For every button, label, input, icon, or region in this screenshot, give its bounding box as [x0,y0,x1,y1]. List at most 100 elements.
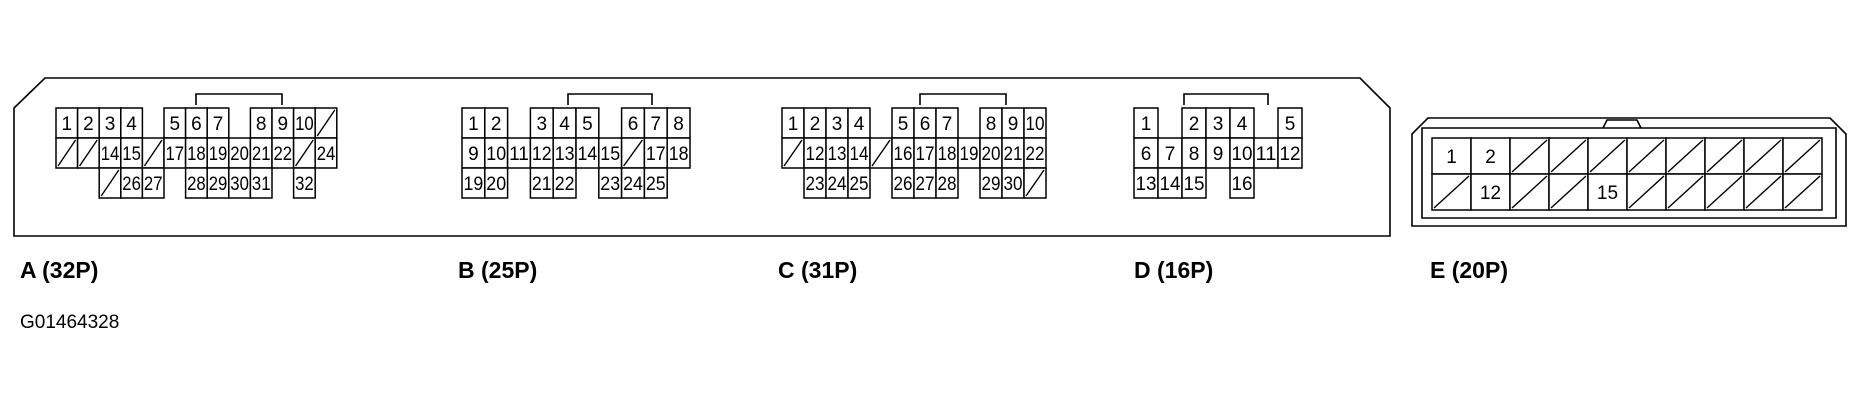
pin-number: 27 [916,174,935,195]
pin-number: 14 [850,144,869,165]
unused-pin-slash [316,109,336,137]
pin-number: 20 [486,174,506,195]
pin-number: 24 [317,144,336,165]
pin-number: 11 [509,144,529,165]
pin-cell [1181,167,1207,199]
pin-number: 7 [1165,144,1176,165]
pin-number: 15 [1184,174,1205,195]
unused-pin-slash [100,169,120,197]
pin-number: 1 [62,114,73,135]
pin-cell [249,167,273,199]
pin-cell [552,167,577,199]
pin-number: 14 [101,144,120,165]
connector-e-label: E (20P) [1430,257,1508,283]
pin-cell [141,167,165,199]
connector-c-label: C (31P) [778,257,857,283]
pin-number: 22 [274,144,293,165]
pin-number: 12 [1480,183,1501,204]
pin-number: 12 [532,144,552,165]
connector-housing-a-d [13,77,1391,237]
unused-pin-slash [1667,175,1704,209]
pin-number: 14 [1160,174,1181,195]
pin-number: 2 [83,114,94,135]
pin-cell [1181,107,1207,139]
connector-d-label: D (16P) [1134,257,1213,283]
pin-number: 19 [464,174,484,195]
pin-number: 6 [1141,144,1152,165]
pin-number: 17 [166,144,185,165]
pin-number: 2 [1485,147,1496,168]
unused-pin-slash [79,139,98,167]
pin-number: 8 [673,114,684,135]
unused-pin-slash [1706,175,1743,209]
unused-pin-slash [1784,139,1821,173]
unused-pin-slash [1550,175,1587,209]
pin-number: 3 [832,114,843,135]
unused-pin-slash [1589,139,1626,173]
pin-number: 8 [256,114,267,135]
pin-number: 21 [252,144,271,165]
pin-number: 5 [898,114,909,135]
pin-number: 29 [982,174,1001,195]
pin-number: 2 [810,114,821,135]
unused-pin-slash [1628,139,1665,173]
connector-b-label: B (25P) [458,257,537,283]
pin-number: 3 [105,114,116,135]
pin-number: 3 [1213,114,1224,135]
pin-number: 27 [144,174,163,195]
connector-a-label: A (32P) [20,257,98,283]
pin-number: 16 [1232,174,1253,195]
pin-number: 7 [651,114,662,135]
pin-number: 10 [1026,114,1045,135]
pin-number: 8 [986,114,997,135]
connector-e-lock-tab [1602,119,1642,129]
pin-number: 14 [578,144,598,165]
pin-number: 3 [537,114,548,135]
unused-pin-slash [1511,175,1548,209]
connector-housing-e-inner [1421,127,1837,219]
pin-cell [1133,137,1159,169]
pin-number: 24 [828,174,847,195]
figure-code: G01464328 [20,312,119,333]
pin-number: 10 [1232,144,1253,165]
pin-cell [1277,107,1303,139]
connector-housing-e-outer [1411,117,1847,227]
pin-number: 7 [213,114,224,135]
unused-pin-slash [871,139,891,167]
pin-cell [666,137,691,169]
pin-number: 13 [1136,174,1157,195]
pin-number: 5 [582,114,593,135]
pin-number: 1 [1141,114,1152,135]
unused-pin-slash [57,139,77,167]
pin-number: 11 [1256,144,1277,165]
pin-number: 1 [788,114,799,135]
pin-cell [847,167,871,199]
pin-number: 4 [1237,114,1248,135]
pin-number: 31 [252,174,271,195]
pin-number: 9 [468,144,479,165]
pin-cell [935,167,959,199]
pin-number: 28 [938,174,957,195]
pin-number: 25 [646,174,666,195]
pin-number: 10 [295,114,314,135]
pin-number: 19 [209,144,228,165]
unused-pin-slash [1628,175,1665,209]
pin-number: 2 [491,114,502,135]
pin-number: 25 [850,174,869,195]
pin-number: 13 [828,144,847,165]
unused-pin-slash [143,139,163,167]
unused-pin-slash [1433,175,1470,209]
pin-number: 6 [628,114,639,135]
pin-number: 15 [122,144,141,165]
pin-number: 9 [1008,114,1019,135]
pin-number: 22 [555,174,575,195]
unused-pin-slash [1511,139,1548,173]
pin-number: 32 [295,174,314,195]
pin-number: 1 [1446,147,1457,168]
pin-number: 15 [600,144,620,165]
pin-cell [1133,107,1159,139]
pin-cell [1157,167,1183,199]
